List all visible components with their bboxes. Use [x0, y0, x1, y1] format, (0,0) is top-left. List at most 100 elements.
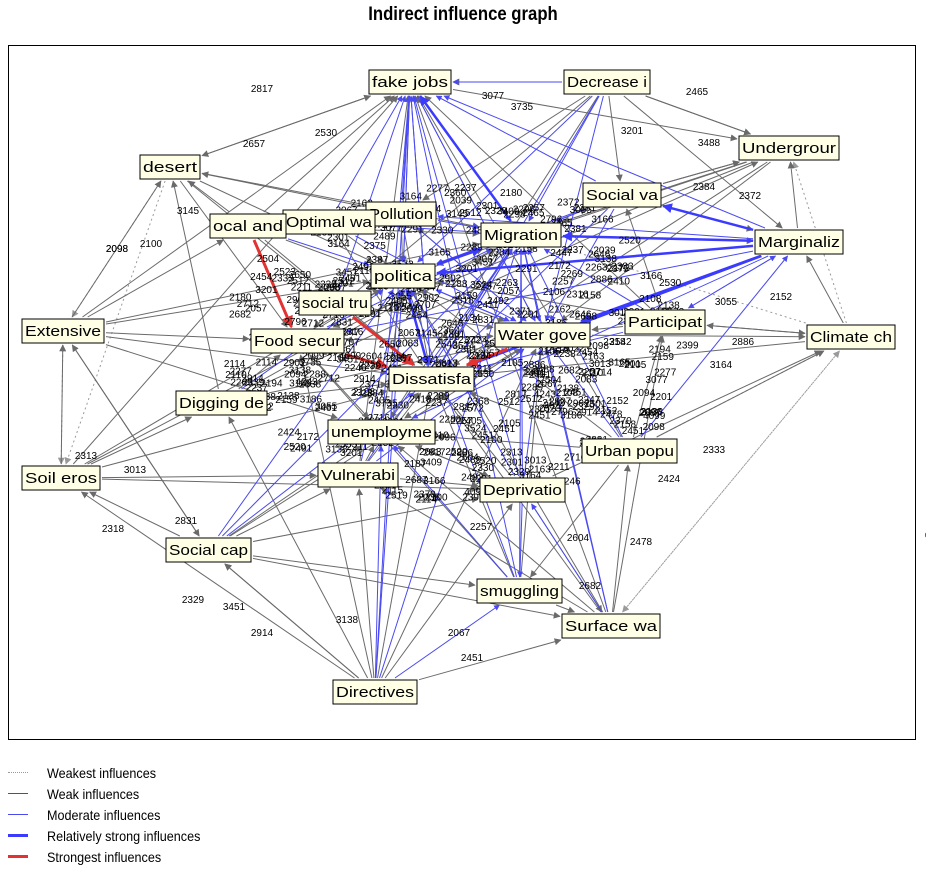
legend-item-strongest: Strongest influences — [8, 846, 408, 867]
cluster-edge-label: 2098 — [318, 283, 341, 294]
cluster-edge-label: 2370 — [609, 416, 632, 427]
cluster-edge-label: 2387 — [366, 255, 389, 266]
edge-optimal-to-dissat — [337, 235, 423, 366]
cluster-edge-label: 3735 — [375, 399, 398, 410]
edge-socialva-to-migration — [555, 208, 587, 222]
edge-particip-to-political — [436, 279, 624, 316]
edge-political-to-fake — [403, 95, 413, 263]
cluster-edge-label: 2158 — [515, 244, 538, 255]
cluster-edge-label: 2796 — [540, 215, 563, 226]
cluster-edge-label: 2451 — [525, 367, 548, 378]
edge-extensive-to-political — [105, 279, 370, 325]
edge-label: 3451 — [223, 602, 246, 613]
cluster-edge-label: 2152 — [606, 396, 629, 407]
edge-label: 2424 — [658, 474, 681, 485]
cluster-edge-label: 2384 — [488, 248, 511, 259]
edge-fake-to-desert — [201, 95, 371, 157]
node-climate: Climate ch — [806, 324, 896, 350]
cluster-edge-label: 2901 — [286, 295, 309, 306]
cluster-edge-label: 2246 — [558, 476, 581, 487]
edge-soilero-to-dissat — [101, 389, 388, 468]
edge-socialtru-to-political — [368, 283, 377, 291]
cluster-edge-label: 2707 — [337, 338, 360, 349]
node-label: Marginaliz — [758, 234, 840, 251]
edge-particip-to-migration — [543, 248, 643, 309]
edge-marginal-to-fake — [443, 95, 766, 229]
cluster-edge-label: 3138 — [595, 254, 618, 265]
cluster-edge-label: 3013 — [524, 456, 547, 467]
cluster-edge-label: 2057 — [497, 286, 520, 297]
cluster-edge-label: 3145 — [446, 209, 469, 220]
cluster-edge-label: 3013 — [589, 359, 612, 370]
edge-climate-to-dissat — [475, 341, 806, 378]
cluster-edge-label: 2646 — [441, 318, 464, 329]
edge-marginal-to-socialva — [662, 203, 754, 232]
cluster-edge-label: 2110 — [400, 284, 422, 295]
node-box — [388, 366, 475, 392]
cluster-edge-label: 2108 — [327, 353, 350, 364]
cluster-edge-label: 2333 — [335, 440, 358, 451]
cluster-edge-label: 2096 — [433, 432, 456, 443]
cluster-edge-label: 2831 — [472, 315, 495, 326]
cluster-edge-label: 2110 — [225, 370, 247, 381]
cluster-edge-label: 2158 — [579, 291, 602, 302]
cluster-edge-label: 2372 — [557, 197, 580, 208]
cluster-edge-label: 4099 — [339, 351, 362, 362]
edge-undergr-to-political — [436, 161, 747, 267]
edge-watergov-to-dissat — [465, 347, 508, 367]
cluster-edge-label: 2520 — [388, 302, 411, 313]
node-vulner: Vulnerabi — [317, 462, 399, 488]
edge-depriv-to-dissat — [442, 392, 512, 477]
cluster-edge-label: 2099 — [401, 304, 424, 315]
cluster-edge-label: 2504 — [257, 254, 280, 265]
cluster-edge-label: 2159 — [455, 291, 478, 302]
edge-soilero-to-extensive — [59, 344, 67, 465]
edge-pollution-to-watergov — [417, 227, 527, 322]
edge-socialva-to-dissat — [445, 208, 608, 366]
cluster-edge-label: 2461 — [529, 370, 552, 381]
edge-soilero-to-fake — [72, 95, 399, 465]
cluster-edge-label: 2512 — [498, 397, 521, 408]
cluster-edge-label: 2914 — [241, 374, 264, 385]
edge-socialtru-to-watergov — [372, 308, 494, 330]
node-political: politica — [370, 263, 436, 289]
cluster-edge-label: 2263 — [496, 278, 519, 289]
cluster-edge-label: 2687 — [405, 475, 428, 486]
legend-label-strongest: Strongest influences — [47, 848, 162, 865]
cluster-edge-label: 2381 — [564, 224, 587, 235]
node-migration: Migration — [480, 222, 562, 248]
edge-directives-to-soilero — [80, 491, 355, 679]
cluster-edge-label: 2646 — [569, 309, 592, 320]
cluster-edge-label: 2370 — [413, 489, 436, 500]
edge-decrease-to-political — [417, 95, 593, 263]
edge-directives-to-smuggling — [394, 604, 500, 679]
cluster-edge-label: 3165 — [428, 248, 451, 259]
node-box — [582, 182, 662, 208]
node-undergr: Undergrour — [738, 135, 840, 161]
cluster-edge-label: 2831 — [331, 318, 354, 329]
edge-unemploy-to-dissat — [394, 392, 419, 419]
node-box — [561, 613, 661, 639]
edge-urban-to-dissat — [469, 391, 592, 438]
node-soilero: Soil eros — [21, 465, 101, 491]
node-box — [327, 419, 436, 445]
cluster-edge-label: 2405 — [460, 416, 483, 427]
node-box — [754, 229, 844, 255]
cluster-edge-label: 2158 — [614, 419, 637, 430]
edge-smuggling-to-foodsec — [309, 354, 508, 578]
edge-label: 2152 — [770, 292, 793, 303]
cluster-edge-label: 2501 — [619, 359, 642, 370]
edge-label: 3138 — [336, 615, 359, 626]
cluster-edge-label: 2796 — [284, 317, 307, 328]
edge-soilero-to-depriv — [101, 478, 479, 493]
cluster-edge-label: 2330 — [387, 401, 410, 412]
edge-smuggling-to-surface — [555, 604, 576, 614]
cluster-edge-label: 2520 — [445, 447, 468, 458]
edge-optimal-to-fake — [336, 95, 403, 209]
edge-label: 2372 — [739, 191, 762, 202]
edge-socialcap-to-vulner — [236, 488, 331, 537]
cluster-edge-label: 2313 — [500, 448, 523, 459]
node-label: Social va — [586, 187, 659, 204]
legend-item-weakest: Weakest influences — [8, 762, 408, 783]
cluster-edge-label: 2465 — [522, 208, 545, 219]
